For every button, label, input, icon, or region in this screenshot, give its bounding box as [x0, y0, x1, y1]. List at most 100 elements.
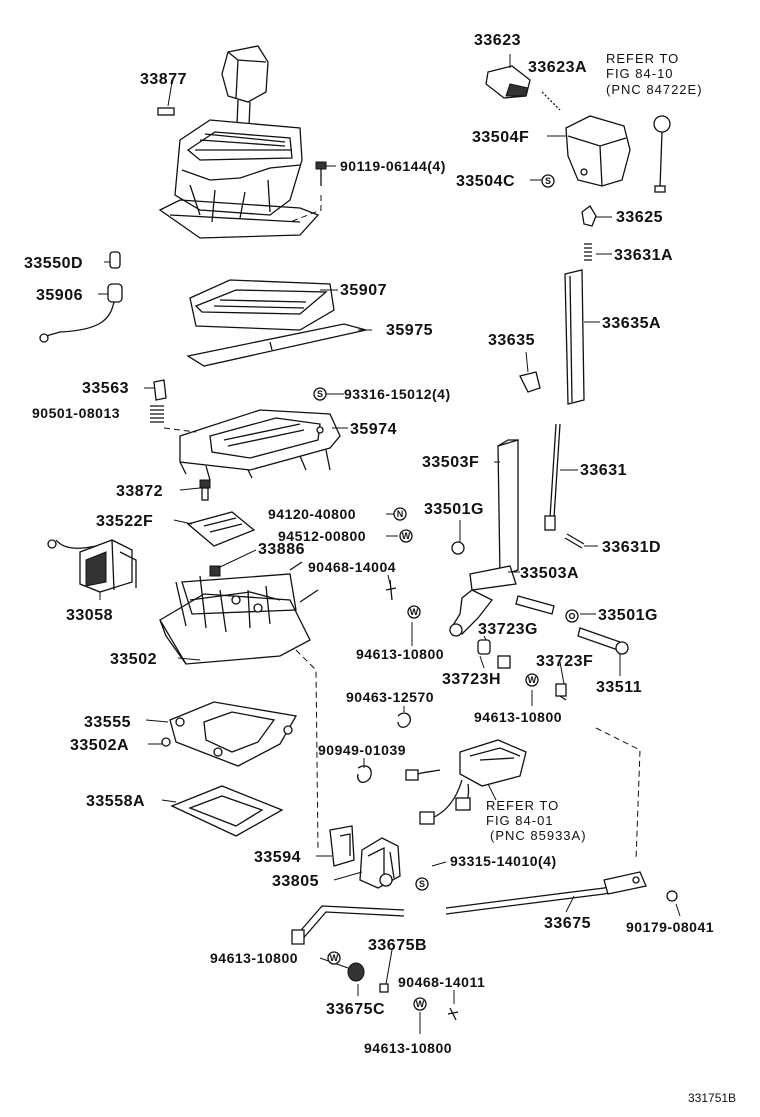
label-94613-b: 94613-10800: [474, 709, 562, 725]
label-33635: 33635: [488, 332, 535, 349]
svg-text:(PNC 84722E): (PNC 84722E): [606, 82, 703, 97]
svg-text:S: S: [545, 176, 551, 186]
label-33723H: 33723H: [442, 671, 501, 688]
base-plate-33502: [159, 561, 319, 851]
label-90501: 90501-08013: [32, 405, 120, 421]
label-33886: 33886: [258, 541, 305, 558]
label-33504F: 33504F: [472, 129, 529, 146]
label-33675C: 33675C: [326, 1001, 385, 1018]
cable-33675: [291, 727, 678, 945]
svg-text:W: W: [528, 675, 537, 685]
label-33555: 33555: [84, 714, 131, 731]
label-33503A: 33503A: [520, 565, 579, 582]
pin-33631D: [564, 533, 585, 549]
svg-text:N: N: [397, 509, 404, 519]
label-94120: 94120-40800: [268, 506, 356, 522]
plate-35975: [186, 323, 367, 367]
bushings-33723: [477, 639, 567, 701]
bushings-33501G: [451, 541, 579, 623]
label-33625: 33625: [616, 209, 663, 226]
label-33503F: 33503F: [422, 454, 479, 471]
label-33502: 33502: [110, 651, 157, 668]
label-94613-a: 94613-10800: [356, 646, 444, 662]
badge-w: W: [413, 997, 427, 1011]
label-35974: 35974: [350, 421, 397, 438]
label-33501G-upper: 33501G: [424, 501, 484, 518]
label-94613-c: 94613-10800: [210, 950, 298, 966]
badge-w: W: [407, 605, 421, 619]
part-33872: [199, 479, 211, 501]
svg-text:FIG 84-01: FIG 84-01: [486, 813, 554, 828]
gasket-33555: [161, 701, 298, 767]
label-90468-14011: 90468-14011: [398, 974, 485, 990]
shift-knob-assembly: [485, 65, 631, 187]
part-33886: [209, 565, 221, 577]
badge-w: W: [399, 529, 413, 543]
svg-text:REFER TO: REFER TO: [606, 51, 679, 66]
badge-s: S: [541, 174, 555, 188]
reference-note-84-01: REFER TO FIG 84-01 (PNC 85933A): [486, 798, 587, 843]
label-94613-d: 94613-10800: [364, 1040, 452, 1056]
indicator-35907: [189, 279, 335, 331]
clips-90463-90949: [357, 712, 411, 783]
label-33675: 33675: [544, 915, 591, 932]
label-33563: 33563: [82, 380, 129, 397]
label-33635A: 33635A: [602, 315, 661, 332]
label-33675B: 33675B: [368, 937, 427, 954]
svg-text:W: W: [410, 607, 419, 617]
badge-w: W: [525, 673, 539, 687]
bushings-33675: [347, 962, 459, 1021]
ref-part-84722E: [653, 115, 671, 193]
solenoid-33058: [47, 539, 137, 593]
badge-n: N: [393, 507, 407, 521]
ref-part-85933A: [405, 739, 527, 825]
gasket-33558A: [170, 785, 284, 837]
label-33501G-lower: 33501G: [598, 607, 658, 624]
svg-text:W: W: [330, 953, 339, 963]
label-93316: 93316-15012(4): [344, 386, 451, 402]
label-33631D: 33631D: [602, 539, 661, 556]
badge-w: W: [327, 951, 341, 965]
label-33723G: 33723G: [478, 621, 538, 638]
badge-s: S: [313, 387, 327, 401]
parts-33563-90501: [150, 379, 167, 423]
badge-s: S: [415, 877, 429, 891]
knob-button-parts: [581, 205, 597, 261]
label-35907: 35907: [340, 282, 387, 299]
label-33594: 33594: [254, 849, 301, 866]
label-33504C: 33504C: [456, 173, 515, 190]
clip-90468-14004: [385, 579, 397, 601]
svg-text:W: W: [416, 999, 425, 1009]
label-90119: 90119-06144(4): [340, 158, 446, 174]
label-90949: 90949-01039: [318, 742, 406, 758]
lever-33503F: [449, 439, 555, 637]
svg-text:(PNC 85933A): (PNC 85933A): [490, 828, 587, 843]
label-35975: 35975: [386, 322, 433, 339]
label-33723F: 33723F: [536, 653, 593, 670]
label-33872: 33872: [116, 483, 163, 500]
material-badges: S S N W W W S W W: [313, 174, 555, 1011]
plate-33522F: [186, 511, 256, 547]
label-33805: 33805: [272, 873, 319, 890]
label-35906: 35906: [36, 287, 83, 304]
label-33623A: 33623A: [528, 59, 587, 76]
label-33502A: 33502A: [70, 737, 129, 754]
label-33058: 33058: [66, 607, 113, 624]
label-33877: 33877: [140, 71, 187, 88]
leader-lines: [98, 54, 681, 1034]
svg-text:REFER TO: REFER TO: [486, 798, 559, 813]
label-33631A: 33631A: [614, 247, 673, 264]
label-33631: 33631: [580, 462, 627, 479]
label-94512: 94512-00800: [278, 528, 366, 544]
figure-id: 331751B: [688, 1091, 736, 1105]
label-33522F: 33522F: [96, 513, 153, 530]
bolt-33511: [577, 627, 629, 655]
svg-text:S: S: [317, 389, 323, 399]
svg-text:S: S: [419, 879, 425, 889]
label-33550D: 33550D: [24, 255, 83, 272]
label-90468-14004: 90468-14004: [308, 559, 396, 575]
label-33558A: 33558A: [86, 793, 145, 810]
housing-35974: [163, 409, 341, 481]
part-labels: 33623 33623A 33877 33504F 90119-06144(4)…: [24, 32, 714, 1056]
